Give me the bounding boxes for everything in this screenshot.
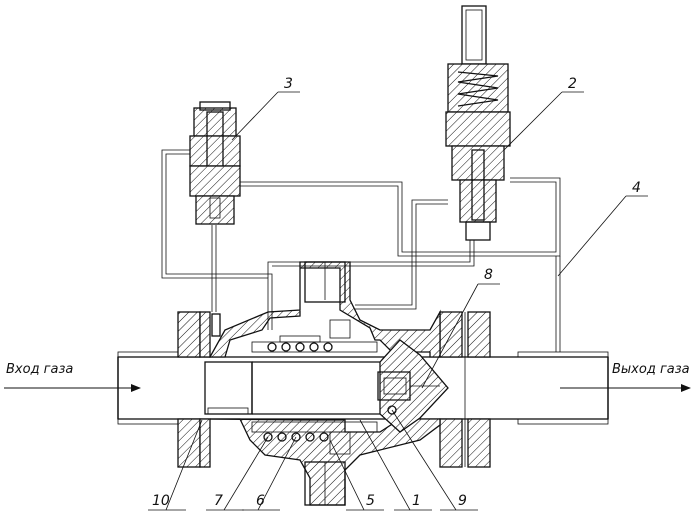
callout-leaders <box>148 91 648 511</box>
pilot-valve-3 <box>189 101 241 225</box>
main-pipe <box>117 351 609 425</box>
inlet-label: Вход газа <box>6 362 73 377</box>
pilot-valve-2 <box>445 5 511 241</box>
callout-10: 10 <box>152 493 170 509</box>
callout-9: 9 <box>458 493 467 509</box>
spring-bottom <box>263 431 351 455</box>
left-flange <box>177 311 221 468</box>
callout-5: 5 <box>366 493 375 509</box>
callout-8: 8 <box>484 267 493 283</box>
valve-cone <box>377 339 449 433</box>
callout-4: 4 <box>632 180 641 196</box>
callout-7: 7 <box>214 493 223 509</box>
control-tubes <box>161 149 561 352</box>
inner-sleeve <box>204 341 395 433</box>
spring-top <box>267 319 351 352</box>
callout-1: 1 <box>412 493 421 509</box>
outlet-label: Выход газа <box>612 362 690 377</box>
callout-2: 2 <box>568 76 577 92</box>
callout-6: 6 <box>256 493 265 509</box>
callout-3: 3 <box>284 76 293 92</box>
